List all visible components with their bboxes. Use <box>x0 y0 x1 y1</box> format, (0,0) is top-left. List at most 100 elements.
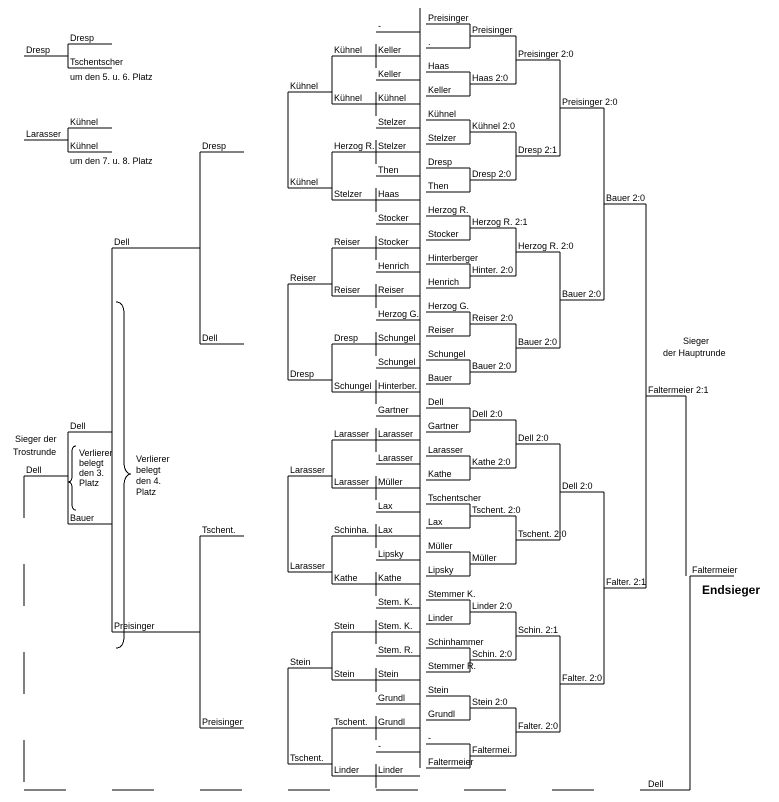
main-r1-player: . <box>428 37 431 47</box>
main-r1-player: - <box>428 733 431 743</box>
main-r1-player: Schinhammer <box>428 637 484 647</box>
main-r3-player: Dell 2:0 <box>518 433 549 443</box>
loser-c1-player: Stem. K. <box>378 621 413 631</box>
loser-c4-player: Tschent. <box>202 525 236 535</box>
loser-c3-player: Larasser <box>290 561 325 571</box>
main-r1-player: Keller <box>428 85 451 95</box>
main-r1-player: Henrich <box>428 277 459 287</box>
loser-c1-player: Schungel <box>378 333 416 343</box>
loser-c1-player: Stocker <box>378 213 409 223</box>
main-r1-player: Stelzer <box>428 133 456 143</box>
main-r1-player: Dresp <box>428 157 452 167</box>
main-r1-player: Müller <box>428 541 453 551</box>
match-5-6-left: Dresp <box>26 45 50 55</box>
main-r3-player: Schin. 2:1 <box>518 625 558 635</box>
grand-final-bottom: Dell <box>648 779 664 789</box>
match-5-6-bottom: Tschentscher <box>70 57 123 67</box>
main-r4-player: Falter. 2:0 <box>562 673 602 683</box>
loser-c5-player: Dell <box>114 237 130 247</box>
third-place-brace <box>67 445 77 511</box>
loser-c1-player: Grundl <box>378 693 405 703</box>
match-5-6-caption: um den 5. u. 6. Platz <box>70 72 153 82</box>
match-7-8-caption: um den 7. u. 8. Platz <box>70 156 153 166</box>
main-r1-player: Stemmer R. <box>428 661 476 671</box>
main-r2-player: Kühnel 2:0 <box>472 121 515 131</box>
main-r2-player: Haas 2:0 <box>472 73 508 83</box>
loser-c4-player: Dell <box>202 333 218 343</box>
main-r1-player: Then <box>428 181 449 191</box>
loser-c1-player: Stelzer <box>378 141 406 151</box>
main-r1-player: Kathe <box>428 469 452 479</box>
main-r3-player: Herzog R. 2:0 <box>518 241 574 251</box>
loser-c1-player: Linder <box>378 765 403 775</box>
main-r1-player: Reiser <box>428 325 454 335</box>
main-r1-player: Haas <box>428 61 450 71</box>
loser-c2-player: Linder <box>334 765 359 775</box>
loser-c3-player: Kühnel <box>290 81 318 91</box>
loser-c2-player: Larasser <box>334 429 369 439</box>
loser-c1-player: Lipsky <box>378 549 404 559</box>
loser-c1-player: Keller <box>378 45 401 55</box>
loser-c1-player: Schungel <box>378 357 416 367</box>
main-r2-player: Reiser 2:0 <box>472 313 513 323</box>
main-r1-player: Grundl <box>428 709 455 719</box>
loser-c1-player: Larasser <box>378 453 413 463</box>
loser-c1-player: Then <box>378 165 399 175</box>
loser-c1-player: Lax <box>378 525 393 535</box>
loser-c2-player: Larasser <box>334 477 369 487</box>
main-r1-player: Stein <box>428 685 449 695</box>
loser-final-bottom: Bauer <box>70 513 94 523</box>
main-r1-player: Bauer <box>428 373 452 383</box>
loser-c4-player: Preisinger <box>202 717 243 727</box>
loser-c3-player: Dresp <box>290 369 314 379</box>
main-r2-player: Herzog R. 2:1 <box>472 217 528 227</box>
match-7-8-top: Kühnel <box>70 117 98 127</box>
main-r1-player: Faltermeier <box>428 757 474 767</box>
fourth-place-brace <box>115 301 132 649</box>
loser-c1-player: Stelzer <box>378 117 406 127</box>
loser-c2-player: Stelzer <box>334 189 362 199</box>
loser-c4-player: Dresp <box>202 141 226 151</box>
main-r3-player: Dresp 2:1 <box>518 145 557 155</box>
loser-c2-player: Kühnel <box>334 45 362 55</box>
loser-c1-player: Müller <box>378 477 403 487</box>
loser-c1-player: Haas <box>378 189 400 199</box>
loser-c3-player: Reiser <box>290 273 316 283</box>
main-winner: Faltermeier 2:1 <box>648 385 709 395</box>
main-r1-player: Linder <box>428 613 453 623</box>
loser-c1-player: Hinterber. <box>378 381 417 391</box>
loser-c3-player: Tschent. <box>290 753 324 763</box>
main-r2-player: Dell 2:0 <box>472 409 503 419</box>
loser-c1-player: Gartner <box>378 405 409 415</box>
loser-c1-player: Grundl <box>378 717 405 727</box>
loser-c2-player: Schungel <box>334 381 372 391</box>
main-r1-player: Lax <box>428 517 443 527</box>
loser-c1-player: Kühnel <box>378 93 406 103</box>
consolation-winner: Dell <box>26 465 42 475</box>
loser-c2-player: Reiser <box>334 285 360 295</box>
main-r2-player: Preisinger <box>472 25 513 35</box>
main-r2-player: Bauer 2:0 <box>472 361 511 371</box>
main-r1-player: Preisinger <box>428 13 469 23</box>
match-7-8-left: Larasser <box>26 129 61 139</box>
main-r1-player: Lipsky <box>428 565 454 575</box>
loser-c1-player: Lax <box>378 501 393 511</box>
grand-final-top: Faltermeier <box>692 565 738 575</box>
main-r5-player: Falter. 2:1 <box>606 577 646 587</box>
loser-c2-player: Stein <box>334 621 355 631</box>
main-r2-player: Hinter. 2:0 <box>472 265 513 275</box>
loser-c2-player: Kathe <box>334 573 358 583</box>
main-r3-player: Falter. 2:0 <box>518 721 558 731</box>
loser-c1-player: Stem. K. <box>378 597 413 607</box>
main-r1-player: Larasser <box>428 445 463 455</box>
loser-c1-player: Larasser <box>378 429 413 439</box>
main-r4-player: Bauer 2:0 <box>562 289 601 299</box>
match-5-6-top: Dresp <box>70 33 94 43</box>
loser-c2-player: Tschent. <box>334 717 368 727</box>
loser-c1-player: Henrich <box>378 261 409 271</box>
main-r4-player: Preisinger 2:0 <box>562 97 618 107</box>
loser-c1-player: Stein <box>378 669 399 679</box>
